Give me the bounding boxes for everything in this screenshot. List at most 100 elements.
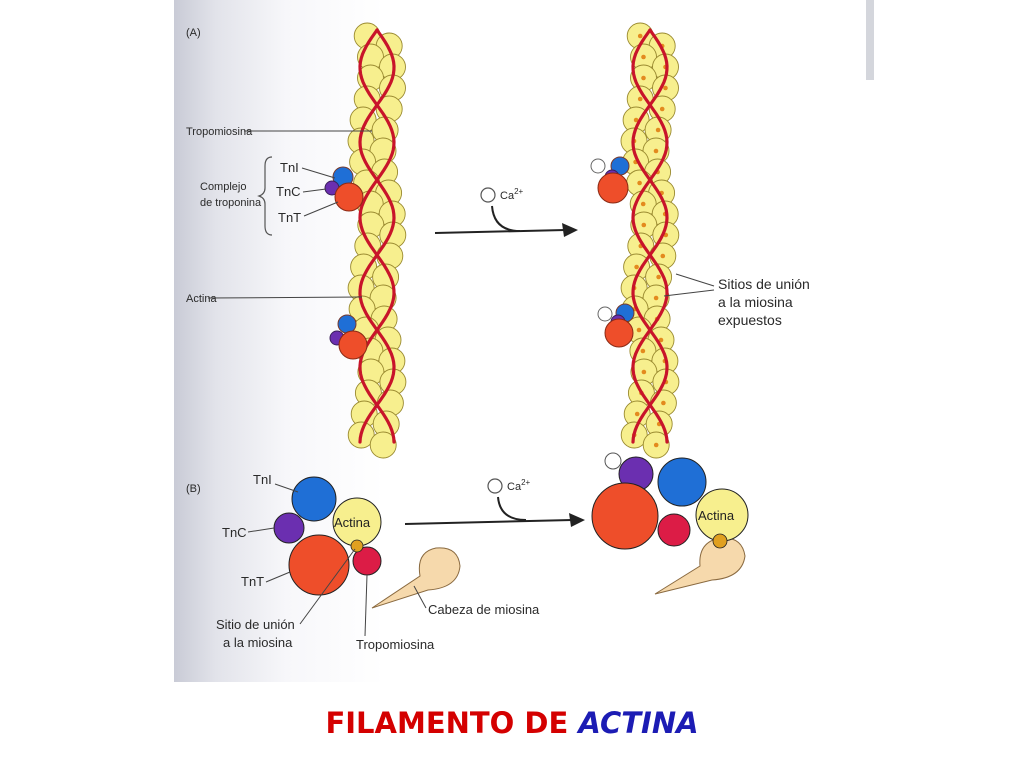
exposed-binding-site bbox=[637, 180, 642, 186]
label-ca-a: Ca2+ bbox=[500, 187, 524, 202]
troponin-complex-lower-left bbox=[329, 314, 368, 360]
myosin-binding-site bbox=[350, 539, 364, 553]
leader-tnt-b bbox=[265, 571, 291, 583]
label-complejo-line1: Complejo bbox=[200, 181, 246, 193]
label-tnc-a: TnC bbox=[276, 184, 301, 199]
label-actina-b-left: Actina bbox=[334, 515, 371, 530]
tnt-subunit bbox=[334, 182, 364, 212]
exposed-binding-site bbox=[636, 327, 642, 333]
tni-subunit bbox=[291, 476, 337, 522]
exposed-binding-site bbox=[661, 400, 666, 406]
calcium-binding-arrow-a: Ca2+ bbox=[434, 187, 578, 237]
ca-symbol: Ca bbox=[507, 481, 522, 493]
troponin-complex-lower-right bbox=[597, 303, 635, 348]
exposed-binding-site bbox=[656, 274, 661, 280]
label-actina-a: Actina bbox=[186, 293, 217, 305]
ca-charge: 2+ bbox=[514, 187, 523, 196]
myosin-head-left bbox=[371, 547, 461, 609]
exposed-binding-site bbox=[637, 96, 643, 102]
label-tni-b: TnI bbox=[253, 472, 272, 487]
exposed-binding-site bbox=[641, 75, 646, 81]
label-sitio-line2: a la miosina bbox=[223, 635, 293, 650]
exposed-binding-site bbox=[637, 33, 643, 39]
actin-filament-activated bbox=[620, 22, 680, 459]
leader-tropomiosina-b bbox=[364, 574, 368, 637]
myosin-binding-site bbox=[712, 533, 728, 549]
troponin-complex-upper-right bbox=[590, 156, 630, 204]
troponin-bracket bbox=[257, 156, 273, 236]
panel-a-tag: (A) bbox=[186, 27, 201, 39]
tnc-subunit bbox=[273, 512, 305, 544]
calcium-ion bbox=[604, 452, 622, 470]
label-tropomiosina-a: Tropomiosina bbox=[186, 126, 253, 138]
exposed-binding-site bbox=[641, 54, 646, 60]
label-tni-a: TnI bbox=[280, 160, 299, 175]
exposed-binding-site bbox=[640, 201, 646, 207]
scan-edge bbox=[866, 0, 874, 80]
tnt-subunit bbox=[288, 534, 350, 596]
exposed-binding-site bbox=[653, 295, 659, 301]
exposed-binding-site bbox=[660, 253, 666, 259]
exposed-binding-site bbox=[655, 127, 661, 133]
actin-monomer bbox=[369, 431, 397, 459]
tnt-subunit bbox=[591, 482, 659, 550]
leader-sitio-b bbox=[299, 548, 356, 625]
ca-symbol: Ca bbox=[500, 190, 515, 202]
tropomyosin-strand bbox=[358, 28, 396, 444]
ca-charge: 2+ bbox=[521, 478, 530, 487]
label-sitios-line1: Sitios de unión bbox=[718, 276, 810, 292]
exposed-binding-site bbox=[653, 442, 659, 448]
troponin-actin-cluster-relaxed: Actina bbox=[273, 476, 461, 609]
calcium-binding-arrow-b: Ca2+ bbox=[404, 478, 585, 527]
label-cabeza-b: Cabeza de miosina bbox=[428, 602, 540, 617]
label-tnt-b: TnT bbox=[241, 574, 264, 589]
leader-sitios-1 bbox=[675, 273, 715, 287]
leader-actina-a bbox=[207, 296, 363, 299]
exposed-binding-site bbox=[634, 264, 639, 270]
label-actina-b-right: Actina bbox=[698, 508, 735, 523]
leader-tnt-a bbox=[303, 201, 339, 217]
leader-tnc-a bbox=[302, 188, 327, 193]
actin-filament-relaxed bbox=[347, 22, 407, 459]
leader-tni-b bbox=[274, 483, 299, 493]
title-accent: ACTINA bbox=[578, 706, 699, 740]
troponin-complex-upper-left bbox=[324, 166, 364, 212]
exposed-binding-site bbox=[633, 117, 639, 123]
exposed-binding-site bbox=[663, 85, 668, 91]
tropomyosin-strand bbox=[657, 513, 691, 547]
label-sitio-line1: Sitio de unión bbox=[216, 617, 295, 632]
label-tropomiosina-b: Tropomiosina bbox=[356, 637, 435, 652]
calcium-ion bbox=[590, 158, 606, 174]
arrowhead-icon bbox=[569, 513, 585, 527]
tnt-subunit bbox=[597, 172, 629, 204]
exposed-binding-site bbox=[641, 222, 647, 228]
exposed-binding-site bbox=[658, 337, 664, 343]
leader-tnc-b bbox=[247, 527, 275, 533]
scan-background bbox=[174, 0, 874, 682]
tnt-subunit bbox=[338, 330, 368, 360]
tni-subunit bbox=[657, 457, 707, 507]
label-sitios-line3: expuestos bbox=[718, 312, 782, 328]
label-sitios-line2: a la miosina bbox=[718, 294, 793, 310]
troponin-actin-cluster-activated: Actina bbox=[591, 452, 749, 595]
exposed-binding-site bbox=[634, 411, 640, 417]
slide-title: FILAMENTO DE ACTINA bbox=[0, 706, 1024, 750]
exposed-binding-site bbox=[659, 106, 665, 112]
calcium-ion bbox=[597, 306, 613, 322]
ca-arrow-curve bbox=[497, 496, 527, 521]
tropomyosin-strand bbox=[631, 28, 669, 444]
exposed-binding-site bbox=[641, 369, 647, 375]
exposed-binding-site bbox=[653, 148, 659, 154]
exposed-binding-site bbox=[640, 348, 646, 354]
calcium-ion-icon bbox=[480, 187, 496, 203]
tni-subunit bbox=[337, 314, 357, 334]
title-main: FILAMENTO DE bbox=[325, 706, 579, 740]
label-ca-b: Ca2+ bbox=[507, 478, 531, 493]
label-tnt-a: TnT bbox=[278, 210, 301, 225]
panel-b-tag: (B) bbox=[186, 483, 201, 495]
leader-tni-a bbox=[301, 167, 336, 179]
reaction-arrow-shaft bbox=[434, 229, 566, 234]
leader-cabeza-b bbox=[413, 585, 427, 609]
tnt-subunit bbox=[604, 318, 634, 348]
